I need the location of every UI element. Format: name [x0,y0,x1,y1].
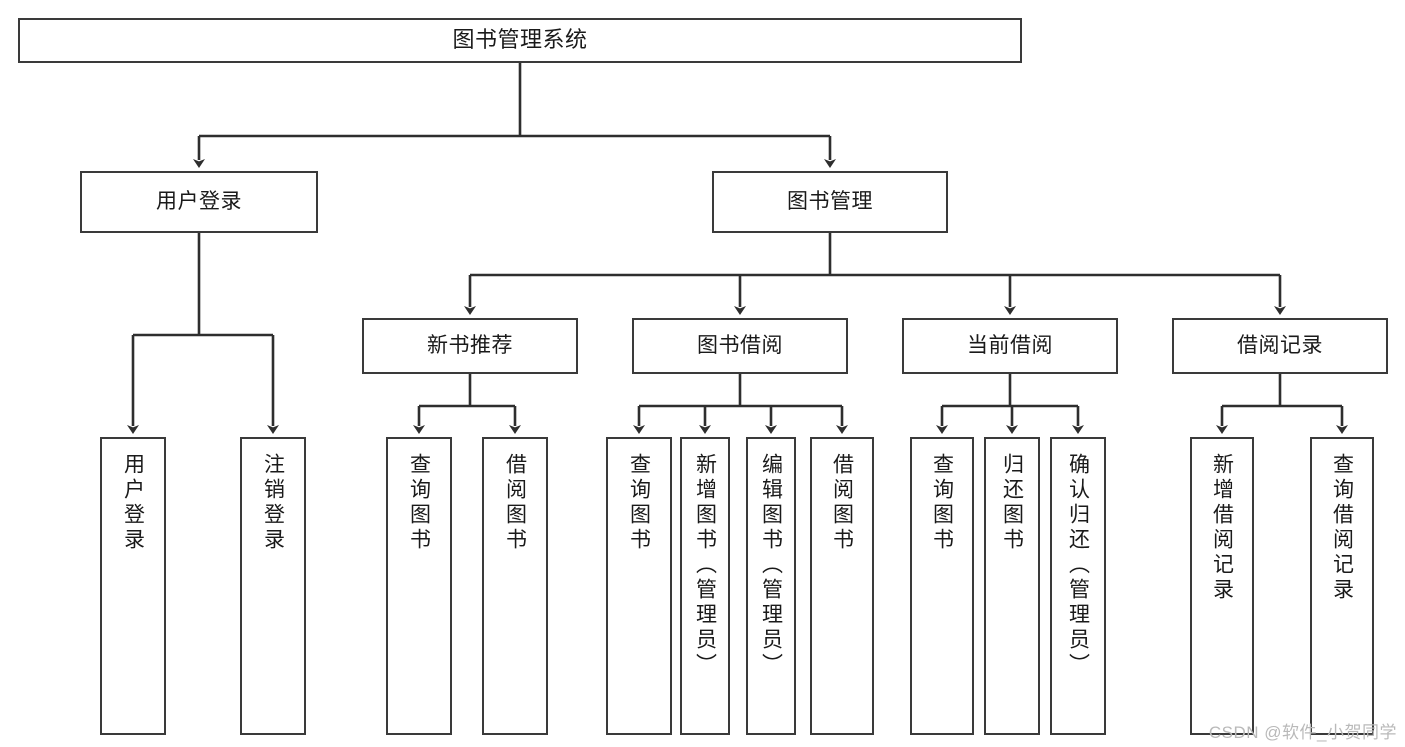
node-label: 归还图书 [1000,453,1024,553]
node-root[interactable]: 图书管理系统 [18,18,1022,63]
node-leaf-add-record[interactable]: 新增借阅记录 [1190,437,1254,735]
node-leaf-query-book-3[interactable]: 查询图书 [910,437,974,735]
node-label: 查询图书 [627,453,651,553]
node-label: 用户登录 [156,190,242,214]
node-leaf-query-book-2[interactable]: 查询图书 [606,437,672,735]
node-label: 确认归还（管理员） [1066,453,1090,678]
node-leaf-user-login[interactable]: 用户登录 [100,437,166,735]
node-leaf-logout[interactable]: 注销登录 [240,437,306,735]
node-label: 用户登录 [121,453,145,553]
node-book-manage[interactable]: 图书管理 [712,171,948,233]
node-label: 新书推荐 [427,334,513,358]
node-leaf-borrow-book-2[interactable]: 借阅图书 [810,437,874,735]
node-leaf-borrow-book-1[interactable]: 借阅图书 [482,437,548,735]
node-label: 图书管理系统 [452,27,588,53]
node-label: 查询图书 [930,453,954,553]
node-label: 查询图书 [407,453,431,553]
node-label: 新增图书（管理员） [693,453,717,678]
node-leaf-edit-book[interactable]: 编辑图书（管理员） [746,437,796,735]
node-label: 图书管理 [787,190,873,214]
node-borrow-record[interactable]: 借阅记录 [1172,318,1388,374]
node-label: 编辑图书（管理员） [759,453,783,678]
node-label: 借阅图书 [503,453,527,553]
node-label: 图书借阅 [697,334,783,358]
node-leaf-add-book[interactable]: 新增图书（管理员） [680,437,730,735]
node-label: 注销登录 [261,453,285,553]
node-label: 查询借阅记录 [1330,453,1354,603]
node-leaf-query-record[interactable]: 查询借阅记录 [1310,437,1374,735]
node-leaf-query-book-1[interactable]: 查询图书 [386,437,452,735]
node-book-borrow[interactable]: 图书借阅 [632,318,848,374]
node-label: 借阅记录 [1237,334,1323,358]
watermark-text: CSDN @软件_小贺同学 [1208,723,1397,742]
node-leaf-confirm-return[interactable]: 确认归还（管理员） [1050,437,1106,735]
node-leaf-return-book[interactable]: 归还图书 [984,437,1040,735]
node-user-login[interactable]: 用户登录 [80,171,318,233]
node-label: 新增借阅记录 [1210,453,1234,603]
node-current-borrow[interactable]: 当前借阅 [902,318,1118,374]
node-label: 当前借阅 [967,334,1053,358]
node-label: 借阅图书 [830,453,854,553]
node-new-book-rec[interactable]: 新书推荐 [362,318,578,374]
